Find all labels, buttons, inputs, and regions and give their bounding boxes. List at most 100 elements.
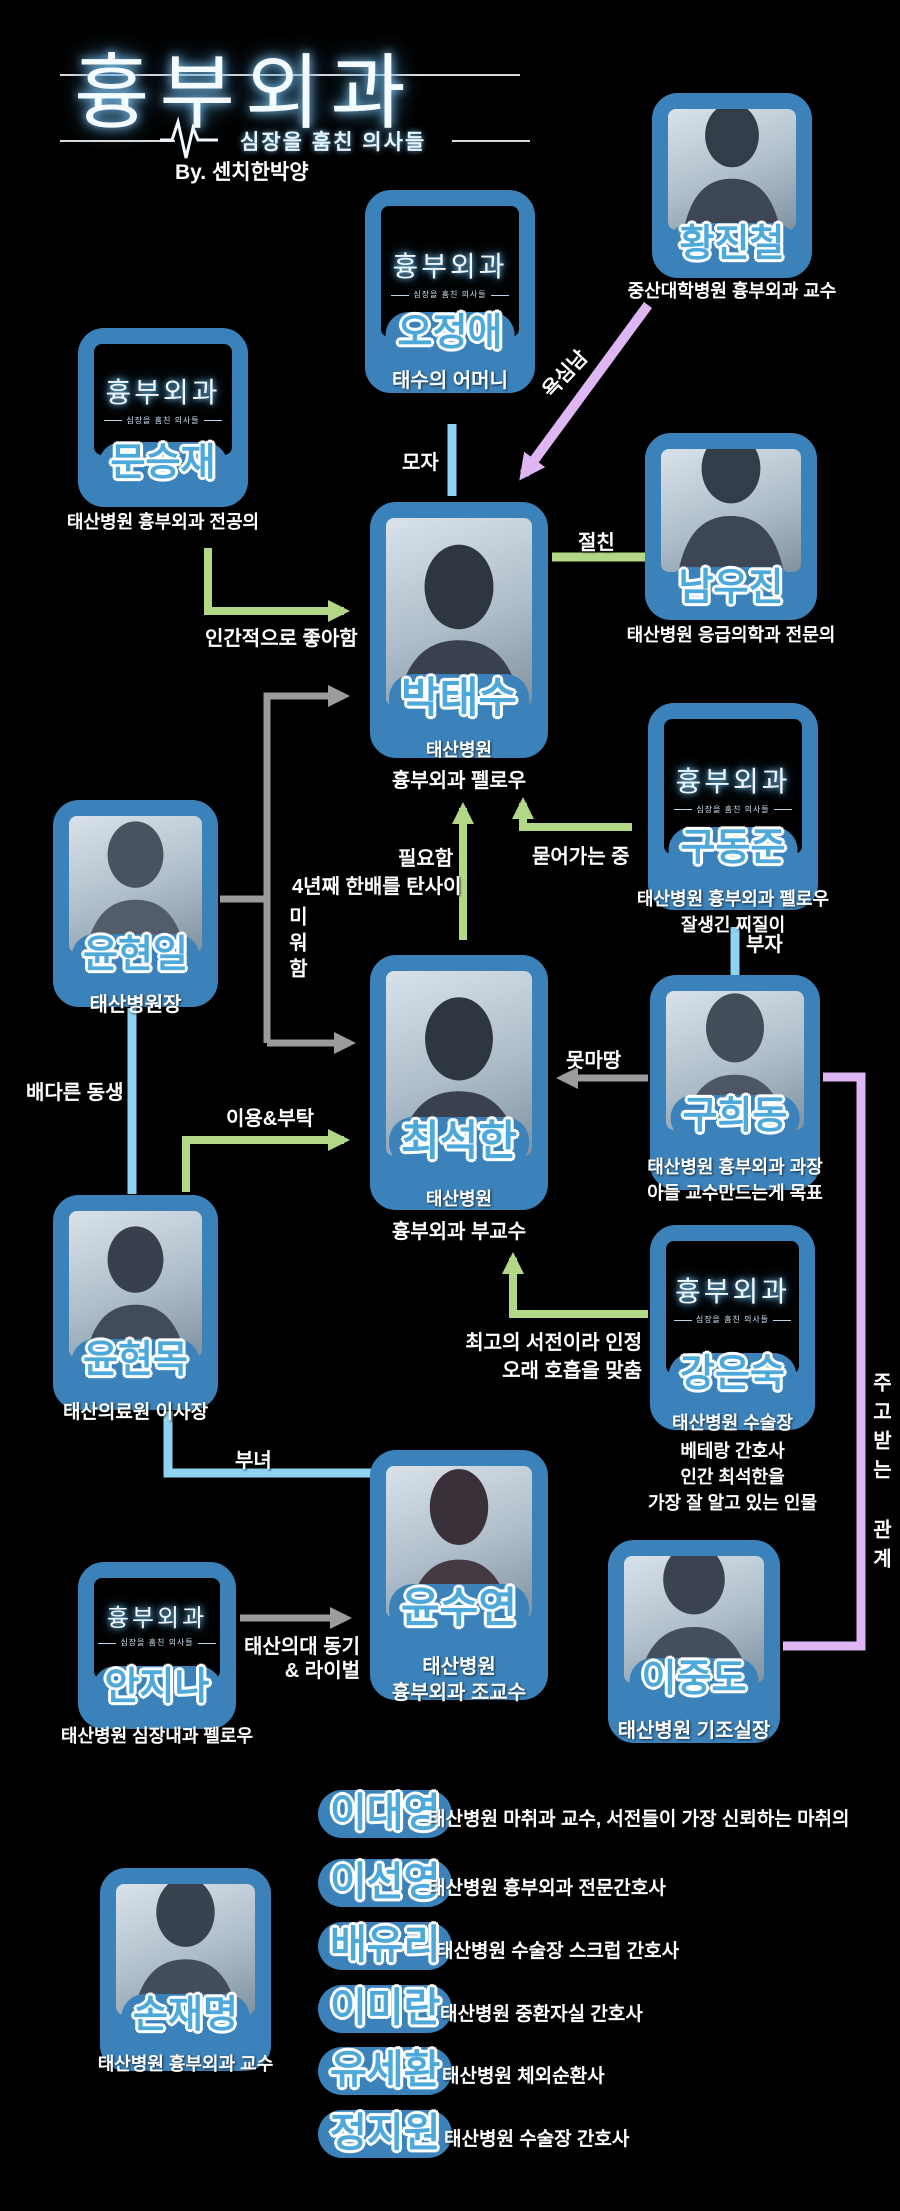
- character-name: 윤현일: [71, 934, 200, 980]
- relationship-label-baedareun: 배다른 동생: [26, 1082, 124, 1104]
- character-caption: 태산병원 기조실장: [617, 1720, 771, 1742]
- character-caption: 태산병원 흉부외과 교수: [97, 2054, 274, 2074]
- character-caption: 흉부외과 펠로우: [391, 770, 527, 792]
- character-name: 이중도: [629, 1658, 759, 1704]
- logo-line: [60, 74, 520, 76]
- character-caption: 태산병원 수술장: [672, 1413, 793, 1433]
- relationship-label-ingan: 인간적으로 좋아함: [205, 628, 358, 650]
- relationship-label-hanbae: 4년째 한배를 탄사이: [292, 876, 462, 898]
- character-caption: 베테랑 간호사: [680, 1441, 785, 1461]
- roster-name: 배유리: [318, 1922, 453, 1970]
- line-iyong: [182, 1129, 350, 1192]
- character-caption: 중산대학병원 흉부외과 교수: [627, 281, 837, 301]
- character-name: 박태수: [389, 674, 529, 725]
- relationship-label-piryo: 필요함: [398, 848, 454, 870]
- character-caption: 태산병원: [425, 1189, 493, 1209]
- roster-role: 태산병원 수술장 스크럽 간호사: [436, 1941, 680, 1962]
- character-card-son-jae-myung: 손재명 태산병원 흉부외과 교수: [98, 1868, 273, 2074]
- mini-show-logo: 흉부외과 심장을 훔친 의사들: [673, 1276, 792, 1325]
- relationship-label-jugo: 주고받는 관계: [869, 1372, 891, 1577]
- character-caption: 흉부외과 조교수: [391, 1682, 527, 1704]
- character-name: 윤현목: [71, 1339, 200, 1385]
- line-mudeo: [512, 797, 632, 831]
- logo-tagline: 심장을 훔친 의사들: [240, 131, 427, 154]
- mini-show-logo: 흉부외과 심장을 훔친 의사들: [104, 376, 222, 425]
- roster-role: 태산병원 마취과 교수, 서전들이 가장 신뢰하는 마취의: [428, 1809, 850, 1830]
- character-caption: 인간 최석한을: [680, 1467, 785, 1487]
- relationship-label-iyong: 이용&부탁: [226, 1108, 315, 1130]
- character-name: 남우진: [666, 567, 796, 613]
- character-logo-box: 흉부외과 심장을 훔친 의사들: [666, 1241, 799, 1374]
- roster-role: 태산병원 흉부외과 전문간호사: [428, 1878, 666, 1899]
- relationship-label-moja: 모자: [402, 452, 439, 474]
- character-card-kang-eun-suk: 흉부외과 심장을 훔친 의사들 강은숙 태산병원 수술장 베테랑 간호사 인간 …: [648, 1225, 817, 1513]
- character-name: 황진철: [667, 223, 797, 269]
- person-silhouette-icon: [683, 109, 781, 230]
- character-name: 구동준: [668, 827, 798, 873]
- character-logo-box: 흉부외과 심장을 훔친 의사들: [94, 344, 232, 455]
- relationship-label-mudeo: 묻어가는 중: [532, 846, 630, 868]
- person-silhouette-icon: [678, 449, 784, 572]
- character-card-yun-hyun-mok: 윤현목 태산의료원 이사장: [53, 1195, 218, 1423]
- character-name: 오정애: [385, 312, 515, 358]
- character-photo: [69, 1211, 202, 1358]
- character-caption: 태산병원 흉부외과 펠로우: [636, 889, 830, 909]
- character-caption: 태산병원 흉부외과 과장: [647, 1157, 823, 1177]
- mini-show-logo: 흉부외과 심장을 훔친 의사들: [391, 251, 509, 300]
- character-caption: 태산병원 응급의학과 전문의: [626, 625, 836, 645]
- character-caption: 태수의 어머니: [392, 370, 508, 392]
- character-caption: 태산의료원 이사장: [62, 1402, 209, 1423]
- character-name: 문승재: [98, 442, 228, 488]
- character-caption: 잘생긴 찌질이: [680, 915, 786, 935]
- character-caption: 태산병원: [422, 1656, 496, 1678]
- character-card-lee-jung-do: 이중도 태산병원 기조실장: [608, 1540, 780, 1743]
- character-name: 구희동: [670, 1095, 800, 1141]
- character-name: 강은숙: [668, 1353, 797, 1399]
- roster-role: 태산병원 중환자실 간호사: [440, 2004, 643, 2025]
- character-caption: 흉부외과 부교수: [391, 1221, 527, 1243]
- logo-title: 흉부외과: [74, 48, 416, 139]
- mini-show-logo: 흉부외과 심장을 훔친 의사들: [674, 765, 792, 814]
- character-card-nam-woo-jin: 남우진 태산병원 응급의학과 전문의: [627, 433, 835, 645]
- relationship-label-yoksim: 욕심남: [538, 346, 593, 402]
- character-caption: 태산병원 심장내과 펠로우: [60, 1726, 254, 1746]
- character-name: 손재명: [121, 1994, 250, 2040]
- character-card-o-jung-ae: 흉부외과 심장을 훔친 의사들 오정애 태수의 어머니: [365, 190, 535, 393]
- roster-role: 태산병원 수술장 간호사: [444, 2129, 630, 2150]
- relationship-label-motma: 못마땅: [566, 1050, 622, 1072]
- character-card-an-ji-na: 흉부외과 심장을 훔친 의사들 안지나 태산병원 심장내과 펠로우: [61, 1562, 253, 1746]
- character-photo: [69, 816, 202, 953]
- roster-name: 이미란: [318, 1985, 453, 2033]
- character-card-choi-seok-han: 최석한 태산병원 흉부외과 부교수: [370, 955, 548, 1243]
- character-photo: [661, 449, 801, 572]
- logo-byline: By. 센치한박양: [175, 161, 309, 184]
- character-name: 최석한: [389, 1117, 529, 1168]
- character-card-gu-dong-jun: 흉부외과 심장을 훔친 의사들 구동준 태산병원 흉부외과 펠로우 잘생긴 찌질…: [637, 703, 829, 935]
- character-card-yun-su-yeon: 윤수연 태산병원 흉부외과 조교수: [370, 1450, 548, 1704]
- character-caption: 태산병원: [425, 740, 493, 760]
- character-logo-box: 흉부외과 심장을 훔친 의사들: [94, 1578, 220, 1679]
- logo-line: [60, 140, 175, 142]
- roster-name: 이선영: [318, 1859, 453, 1907]
- relationship-label-donggi: 태산의대 동기: [244, 1636, 360, 1658]
- character-name: 안지나: [92, 1666, 222, 1712]
- logo-line: [452, 140, 530, 142]
- character-card-yun-hyun-il: 윤현일 태산병원장: [53, 800, 218, 1016]
- relationship-label-rival: & 라이벌: [284, 1660, 360, 1682]
- character-caption: 태산병원장: [89, 994, 182, 1016]
- relationship-label-bunyeo: 부녀: [235, 1450, 272, 1472]
- roster-name: 이대영: [318, 1790, 453, 1838]
- roster-role: 태산병원 체외순환사: [442, 2066, 605, 2087]
- roster-name: 유세환: [318, 2047, 453, 2095]
- person-silhouette-icon: [85, 821, 186, 953]
- character-caption: 가장 잘 알고 있는 인물: [647, 1493, 818, 1513]
- show-logo: 흉부외과 심장을 훔친 의사들 By. 센치한박양: [60, 18, 530, 188]
- relationship-label-jeolchin: 절친: [578, 532, 615, 554]
- character-name: 윤수연: [389, 1584, 529, 1635]
- character-photo: [668, 109, 796, 230]
- character-card-park-tae-su: 박태수 태산병원 흉부외과 펠로우: [370, 502, 548, 792]
- roster-name: 정지원: [318, 2110, 453, 2158]
- relationship-label-buja: 부자: [746, 934, 783, 956]
- character-card-gu-hui-dong: 구희동 태산병원 흉부외과 과장 아들 교수만드는게 목표: [647, 975, 823, 1203]
